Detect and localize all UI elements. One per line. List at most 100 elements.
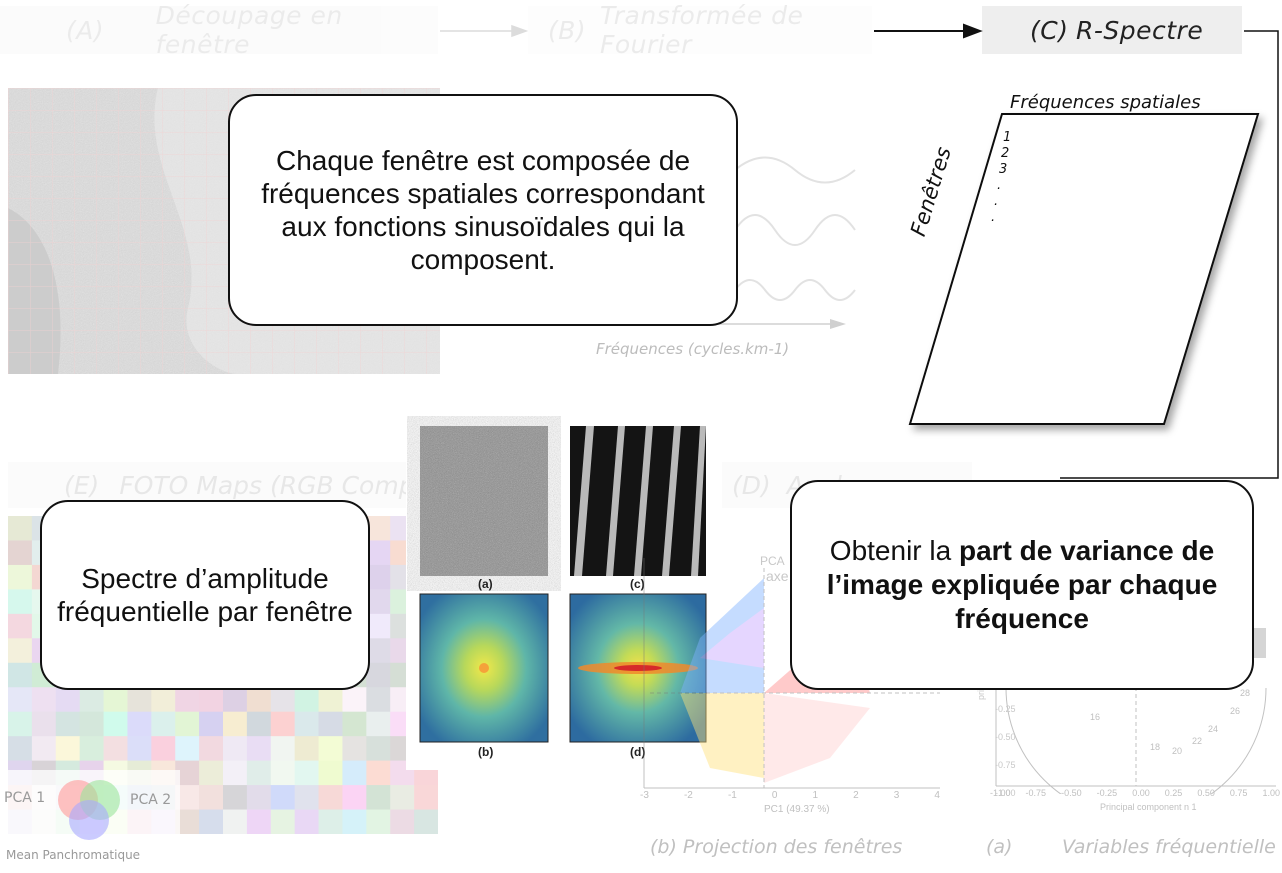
- foto-map-cell: [55, 711, 81, 737]
- pca-xtick: -1: [727, 790, 737, 801]
- foto-map-cell: [342, 809, 367, 834]
- foto-map-cell: [366, 589, 391, 615]
- scatter-violet: [700, 608, 764, 668]
- pca-xaxis-label: PC1 (49.37 %): [764, 804, 830, 815]
- circle-xtick: 0.50: [1197, 788, 1215, 798]
- step-a: (A) Découpage en fenêtre: [0, 1, 438, 59]
- panel-c-caption: (c): [630, 577, 645, 591]
- foto-map-cell: [294, 711, 320, 737]
- foto-map-cell: [8, 540, 33, 566]
- circle-xtick: -0.75: [1025, 788, 1047, 798]
- bottom-label-projection: (b) Projection des fenêtres: [650, 836, 903, 858]
- step-b-letter: (B): [548, 15, 587, 45]
- pca-xticks: -3 -2 -1 0 1 2 3 4: [640, 790, 940, 801]
- circle-ytick: -0.75: [995, 760, 1016, 770]
- example-panels-svg: [419, 426, 707, 743]
- foto-map-cell: [246, 809, 272, 834]
- foto-map-cell: [366, 736, 391, 762]
- foto-map-cell: [79, 711, 105, 737]
- step-c: (C) R-Spectre: [982, 6, 1242, 54]
- foto-map-cell: [366, 516, 391, 541]
- callout-spectrum-text: Spectre d’amplitude fréquentielle par fe…: [57, 563, 353, 627]
- foto-map-cell: [31, 711, 57, 737]
- step-e-letter: (E): [64, 470, 100, 500]
- circle-xtick: 0.75: [1229, 788, 1248, 798]
- circle-ytick: -0.50: [995, 732, 1016, 742]
- circle-point: 26: [1230, 706, 1241, 716]
- foto-map-cell: [342, 687, 367, 713]
- fourier-axis-label: Fréquences (cycles.km-1): [596, 340, 790, 358]
- foto-map-cell: [366, 540, 391, 566]
- foto-map-cell: [342, 785, 367, 811]
- scatter-blue: [680, 578, 764, 693]
- circle-xtick: 0.00: [1132, 788, 1150, 798]
- panel-d-peak: [614, 665, 662, 671]
- foto-map-cell: [199, 736, 224, 762]
- foto-map-cell: [270, 687, 296, 713]
- foto-map-cell: [366, 564, 391, 590]
- foto-map-cell: [199, 785, 224, 811]
- circle-point: 24: [1208, 724, 1219, 734]
- callout-variance: Obtenir la part de variance de l’image e…: [790, 480, 1254, 690]
- pca-xtick: 3: [893, 790, 900, 801]
- foto-map-cell: [55, 687, 81, 713]
- step-c-label: R-Spectre: [1076, 15, 1204, 45]
- venn-pca1: PCA 1: [4, 790, 46, 806]
- circle-ytick: -1.00: [995, 788, 1016, 798]
- foto-map-cell: [294, 785, 320, 811]
- foto-map-cell: [294, 687, 320, 713]
- callout-variance-bold: part de variance de l’image expliquée pa…: [826, 535, 1218, 634]
- circle-point: 18: [1150, 742, 1161, 752]
- foto-map-cell: [294, 809, 320, 834]
- foto-map-cell: [342, 760, 367, 786]
- foto-map-cell: [199, 687, 224, 713]
- callout-spectrum: Spectre d’amplitude fréquentielle par fe…: [40, 500, 370, 690]
- foto-map-cell: [199, 760, 224, 786]
- circle-ytick: -0.25: [995, 704, 1016, 714]
- foto-map-cell: [366, 785, 391, 811]
- pca-xtick: 1: [812, 790, 819, 801]
- panel-b-caption: (b): [478, 745, 494, 759]
- circle-point: 20: [1172, 746, 1183, 756]
- example-panels: (a) (c) (b) (d): [406, 416, 722, 770]
- circle-xtick: -1.00: [990, 788, 1011, 798]
- foto-map-cell: [246, 687, 272, 713]
- callout-variance-text: Obtenir la part de variance de l’image e…: [810, 534, 1234, 636]
- foto-map-cell: [366, 662, 391, 688]
- venn-pca2: PCA 2: [130, 792, 172, 808]
- circle-point: 16: [1090, 712, 1101, 722]
- foto-map-cell: [270, 809, 296, 834]
- pca-xtick: 4: [934, 790, 940, 801]
- foto-map-cell: [366, 809, 391, 834]
- foto-map-cell: [223, 711, 248, 737]
- callout-windows: Chaque fenêtre est composée de fréquence…: [228, 94, 738, 326]
- circle-xtick: -0.25: [1096, 788, 1118, 798]
- sine-wave-1: [734, 156, 856, 184]
- rspectre-parallelogram: [908, 113, 1260, 425]
- foto-map-cell: [318, 736, 343, 762]
- circle-xlabel: Principal component n 1: [1100, 802, 1197, 812]
- foto-map-cell: [390, 785, 415, 811]
- fourier-axis-head: [830, 319, 846, 329]
- foto-map-cell: [55, 736, 81, 762]
- foto-map-cell: [8, 687, 33, 713]
- foto-map-cell: [318, 711, 343, 737]
- foto-map-cell: [366, 760, 391, 786]
- foto-map-cell: [127, 711, 152, 737]
- foto-map-cell: [366, 613, 391, 639]
- circle-xticks: -1.00 -0.75 -0.50 -0.25 0.00 0.25 0.50 0…: [990, 788, 1280, 798]
- foto-map-cell: [246, 711, 272, 737]
- rspectre-rows: 1 2 3 . . .: [991, 130, 1012, 226]
- foto-map-cell: [199, 809, 224, 834]
- bottom-label-vars: Variables fréquentielle: [1062, 836, 1276, 858]
- panel-b-peak: [479, 663, 489, 673]
- callout-windows-text: Chaque fenêtre est composée de fréquence…: [261, 145, 705, 275]
- step-b-label: Transformée de Fourier: [599, 1, 804, 59]
- foto-map-cell: [223, 687, 248, 713]
- foto-map-cell: [8, 613, 33, 639]
- foto-map-cell: [294, 760, 320, 786]
- circle-xtick: 0.25: [1164, 788, 1183, 798]
- foto-map-cell: [223, 809, 248, 834]
- rspectre-row-1: 1: [1003, 130, 1012, 145]
- rspectre-row-5: .: [994, 194, 999, 209]
